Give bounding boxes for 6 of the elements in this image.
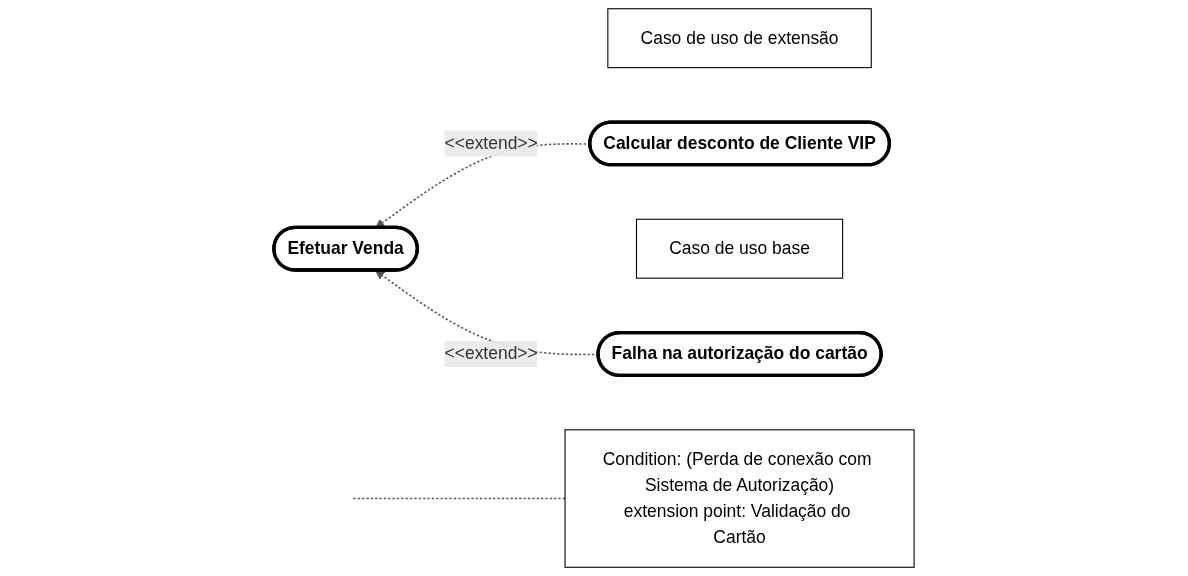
- node-box: Condition: (Perda de conexão com Sistema de Autorização) extension point: Validação do Cartão: [564, 429, 915, 568]
- node-box: Caso de uso base: [635, 218, 844, 279]
- edge-label: <<extend>>: [444, 344, 538, 363]
- node-box: Caso de uso de extensão: [607, 8, 872, 69]
- edge-label: <<extend>>: [444, 133, 538, 153]
- connector: [352, 497, 566, 500]
